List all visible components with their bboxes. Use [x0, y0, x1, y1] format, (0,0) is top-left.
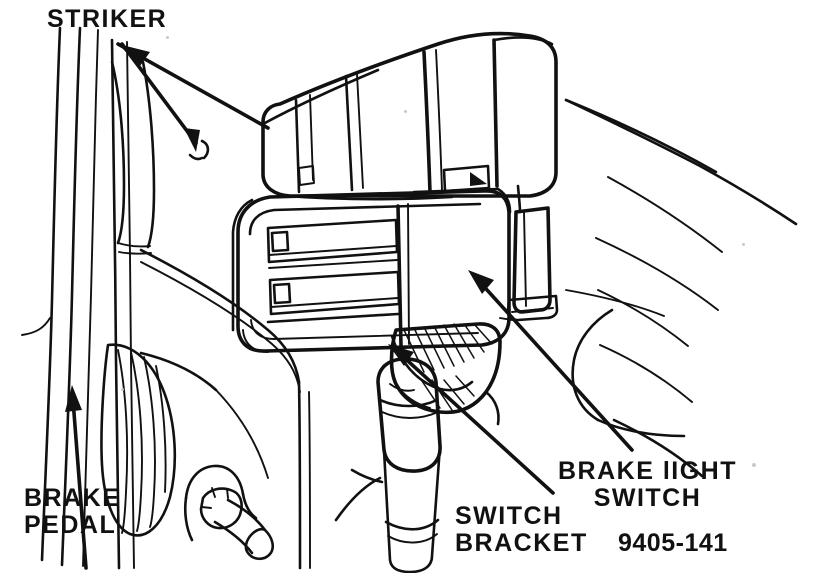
cowl-panel — [21, 26, 99, 567]
instrument-panel-edge — [564, 98, 798, 478]
switch-plunger — [499, 184, 559, 322]
scan-speck — [121, 388, 124, 391]
brake-light-switch-connector — [261, 31, 558, 201]
figure-number: 9405-141 — [618, 529, 728, 557]
label-brake-light-switch: BRAKE lIGHT SWITCH — [558, 457, 737, 512]
scan-speck — [752, 463, 756, 467]
label-brake-pedal: BRAKE PEDAL — [24, 484, 121, 539]
callout-arrow-striker-1 — [116, 42, 270, 130]
callout-arrow-striker-2 — [120, 42, 210, 161]
scan-speck — [166, 36, 169, 39]
pedal-support-bracket — [139, 248, 311, 570]
scan-speck — [742, 243, 745, 246]
scan-speck — [404, 110, 407, 113]
steering-column-shaft — [334, 357, 442, 573]
brake-light-switch-body — [231, 187, 512, 353]
callout-arrow-brake-light-switch — [468, 270, 634, 452]
callout-arrow-switch-bracket — [388, 344, 555, 495]
label-switch-bracket: SWITCH BRACKET — [455, 502, 588, 557]
label-striker: STRIKER — [47, 5, 168, 33]
pedal-pivot-bolt — [183, 464, 275, 561]
callout-arrow-brake-pedal — [65, 385, 88, 570]
switch-bracket — [389, 322, 502, 426]
brake-pedal-pad — [100, 343, 177, 537]
